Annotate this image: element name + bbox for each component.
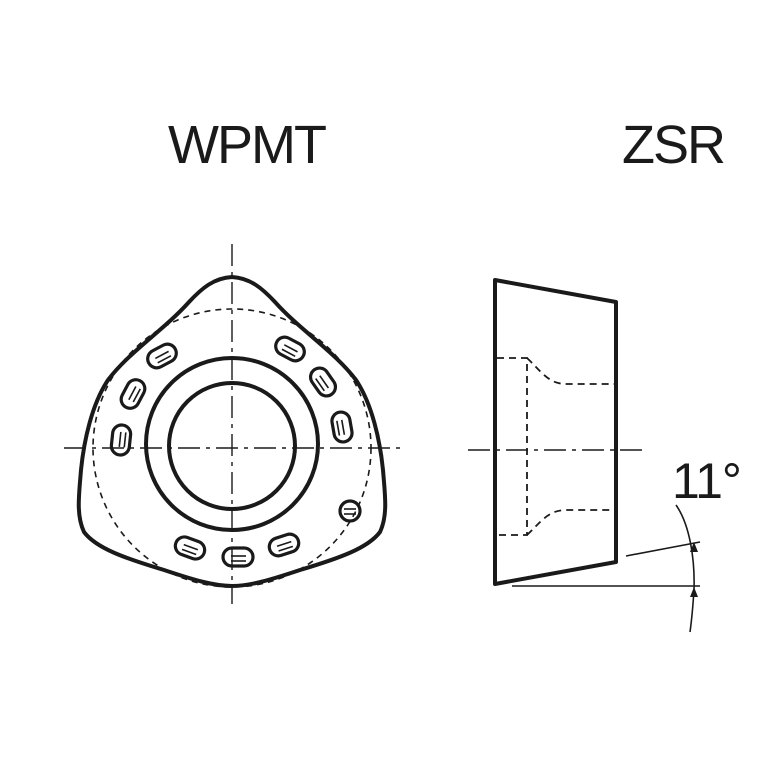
arrowhead-lower [690, 587, 698, 597]
dimple [173, 535, 207, 561]
chipbreaker-dimples [109, 335, 354, 568]
angle-arc [675, 504, 695, 633]
insert-geometry-label: ZSR [622, 115, 726, 175]
dimple [119, 378, 147, 410]
hidden-hole-profile [497, 357, 528, 536]
side-profile-outline [493, 278, 618, 586]
extension-line-flank [625, 541, 701, 557]
arrowhead-upper [690, 542, 698, 552]
dimple [308, 366, 338, 398]
screw-hole [167, 381, 297, 511]
angle-dimension [512, 504, 701, 633]
dimple [146, 342, 178, 370]
corner-marker [338, 499, 362, 523]
insert-side-view [468, 278, 701, 633]
hidden-hole-flare-top [526, 357, 614, 385]
clearance-angle-label: 11° [672, 453, 742, 509]
dimple [267, 532, 301, 558]
dimple [221, 546, 255, 568]
dimple [330, 410, 354, 444]
hidden-hole-flare-bottom [526, 509, 614, 536]
insert-top-view [64, 244, 400, 604]
dimple [274, 335, 306, 363]
dimple [109, 423, 133, 457]
insert-designation-label: WPMT [168, 115, 327, 175]
